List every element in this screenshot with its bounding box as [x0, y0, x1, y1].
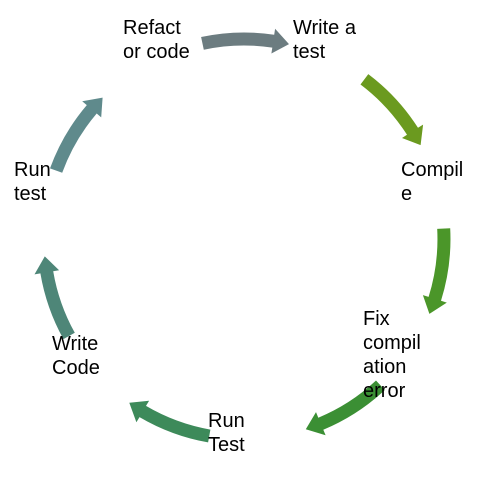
step-label-write-code: Write Code	[52, 333, 100, 379]
arrow-refactor-to-write-test	[201, 28, 289, 54]
arrow-run-test-to-write-code	[129, 400, 211, 443]
arrow-fix-error-to-run-test	[305, 380, 385, 436]
arrow-run-test-to-refactor	[50, 97, 103, 173]
arrow-write-test-to-compile	[360, 74, 424, 146]
arrow-write-code-to-run-test	[34, 256, 75, 340]
step-label-fix-compilation-error: Fix compil ation error	[363, 308, 421, 402]
step-label-refactor-code: Refact or code	[123, 17, 190, 63]
step-label-run-test: Run Test	[208, 410, 245, 456]
step-label-compile: Compil e	[401, 159, 464, 205]
step-label-run-test-2: Run test	[14, 159, 51, 205]
arrow-compile-to-fix-error	[422, 228, 451, 314]
step-label-write-test: Write a test	[293, 17, 356, 63]
